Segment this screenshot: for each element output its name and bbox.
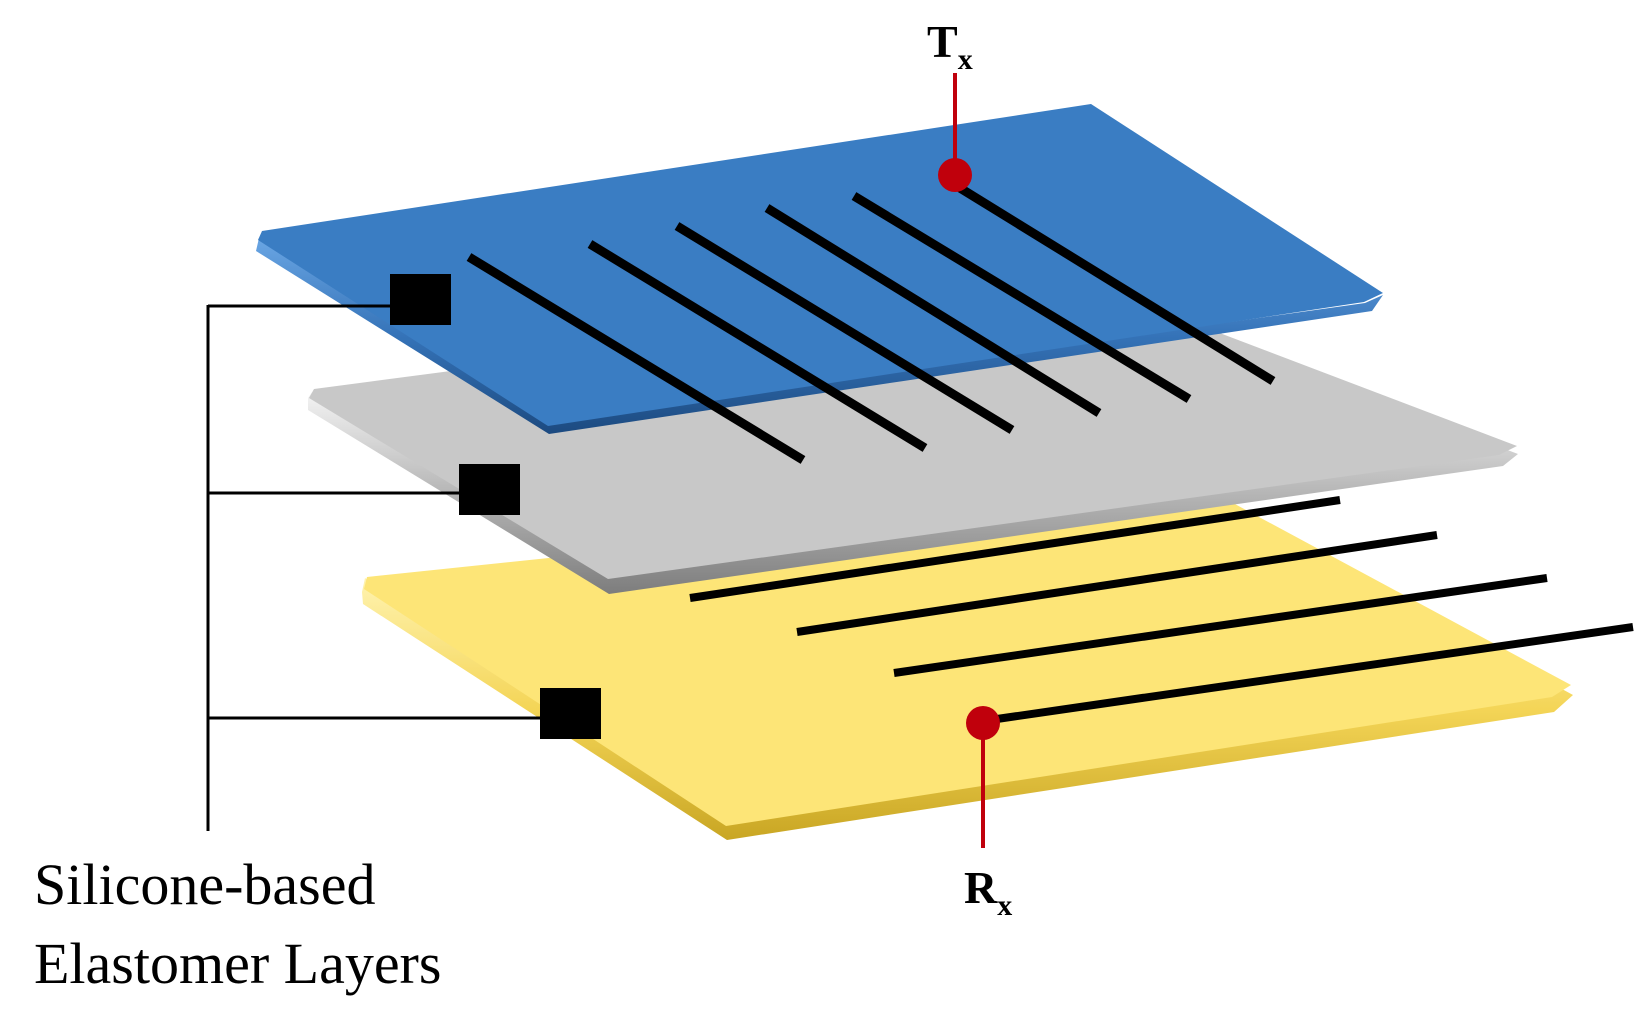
layer-callout-bracket xyxy=(206,304,545,831)
middle-layer-edge xyxy=(308,392,1518,594)
layer-marker-middle xyxy=(459,464,520,515)
tx-electrode-5 xyxy=(851,192,1192,403)
layer-marker-top xyxy=(390,274,451,325)
tx-electrode-4 xyxy=(764,204,1102,417)
rx-label: Rx xyxy=(964,862,1012,922)
layer-marker-bottom xyxy=(540,688,601,739)
tx-electrodes xyxy=(466,184,1276,464)
top-layer-edge xyxy=(256,238,1383,434)
rx-terminal xyxy=(966,706,1000,848)
rx-electrode-1 xyxy=(689,496,1341,602)
rx-electrode-3 xyxy=(893,574,1548,677)
tx-terminal-dot xyxy=(938,158,972,192)
tx-label-subscript: x xyxy=(958,43,973,76)
tx-electrode-1 xyxy=(466,253,806,464)
rx-electrode-4 xyxy=(989,623,1634,724)
top-layer-face xyxy=(258,104,1383,426)
rx-electrode-2 xyxy=(796,531,1438,636)
tx-electrode-2 xyxy=(587,240,928,452)
tx-label: Tx xyxy=(927,16,973,76)
tx-label-main: T xyxy=(927,16,958,67)
rx-electrodes xyxy=(689,496,1634,724)
layers-caption-line2: Elastomer Layers xyxy=(34,931,441,996)
rx-label-main: R xyxy=(964,862,998,913)
layer-markers xyxy=(390,274,601,739)
top-layer xyxy=(256,104,1383,434)
layers-caption-line1: Silicone-based xyxy=(34,852,375,917)
tx-electrode-3 xyxy=(674,222,1015,434)
tx-electrode-6 xyxy=(957,184,1276,385)
rx-terminal-dot xyxy=(966,706,1000,740)
rx-label-subscript: x xyxy=(997,889,1012,922)
tx-terminal xyxy=(938,73,972,192)
